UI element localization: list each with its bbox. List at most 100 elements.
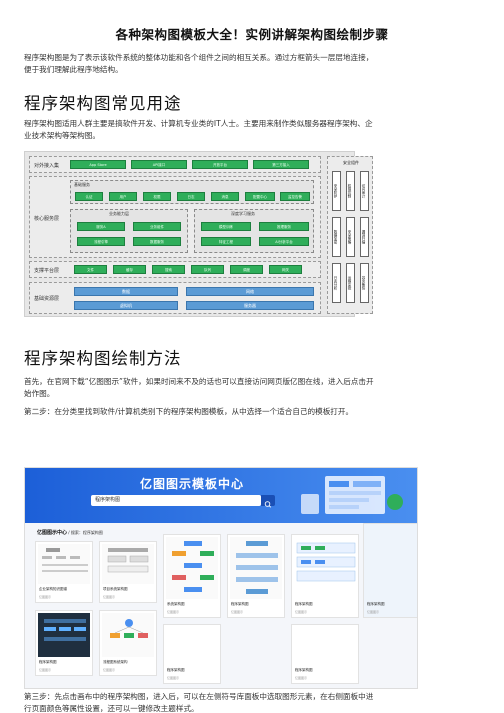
card-title: 程序架构图 bbox=[295, 602, 313, 606]
card-meta: 亿图图示 bbox=[103, 668, 116, 672]
side-label: 安全组件 bbox=[343, 160, 359, 165]
template-card[interactable]: 程序架构图 亿图图示 bbox=[363, 523, 417, 618]
row-access: 对外接入集 App Store API接口 开放平台 第三方接入 bbox=[29, 156, 321, 173]
template-card[interactable]: 项目系统架构图 亿图图示 bbox=[99, 541, 157, 603]
template-card[interactable]: 程序架构图 亿图图示 bbox=[163, 624, 221, 684]
diagram-box: 第三方接入 bbox=[253, 160, 309, 169]
diagram-box: AI分析平台 bbox=[259, 237, 309, 246]
card-title: 程序架构图 bbox=[39, 660, 57, 664]
banner-title: 亿图图示模板中心 bbox=[140, 477, 245, 491]
diagram-box: App Store bbox=[70, 160, 126, 169]
diagram-box: 网关 bbox=[269, 265, 302, 274]
diagram-box: 推理服务 bbox=[259, 222, 309, 231]
card-meta: 亿图图示 bbox=[39, 668, 52, 672]
diagram-box: 特征工程 bbox=[201, 237, 251, 246]
banner: 亿图图示模板中心 程序架构图 bbox=[25, 468, 417, 523]
template-card[interactable]: 企业架构知识图谱 亿图图示 bbox=[35, 541, 93, 603]
row-resource: 基础资源层 数据 网络 虚拟机 服务器 bbox=[29, 282, 321, 314]
search-input[interactable]: 程序架构图 bbox=[91, 495, 261, 506]
group-label: 基础服务 bbox=[74, 182, 90, 187]
diagram-box: 缓存 bbox=[113, 265, 146, 274]
intro-paragraph: 程序架构图是为了表示该软件系统的整体功能和各个组件之间的相互关系。通过方框箭头一… bbox=[24, 53, 374, 74]
search-button[interactable] bbox=[261, 495, 275, 508]
diagram-box: 流程引擎 bbox=[77, 237, 125, 246]
diagram-box: 调度 bbox=[230, 265, 263, 274]
banner-illustration-icon bbox=[301, 476, 403, 514]
breadcrumb-title[interactable]: 亿图图示中心 bbox=[37, 530, 68, 536]
template-card[interactable]: 程序架构图 亿图图示 bbox=[227, 534, 285, 618]
diagram-box: 运维监控 bbox=[346, 263, 355, 303]
row-label: 对外接入集 bbox=[34, 163, 60, 169]
diagram-box: 队列 bbox=[191, 265, 224, 274]
diagram-box: 用户 bbox=[109, 192, 137, 201]
diagram-box: 网络 bbox=[186, 287, 314, 296]
security-column: 安全组件 安全防护 权限控制 访问审计 数据加密 安全策略 漏洞扫描 日志分析 … bbox=[327, 156, 373, 314]
row-support: 支撑平台层 文件 缓存 搜索 队列 调度 网关 bbox=[29, 261, 321, 278]
heading-usage: 程序架构图常见用途 bbox=[24, 94, 182, 113]
card-title: 流程图系统架构 bbox=[103, 660, 128, 664]
diagram-box: 虚拟机 bbox=[74, 301, 178, 310]
row-label: 核心服务层 bbox=[34, 216, 60, 222]
card-meta: 亿图图示 bbox=[167, 610, 180, 614]
group-label: 业务能力层 bbox=[109, 211, 129, 216]
diagram-box: API接口 bbox=[131, 160, 187, 169]
breadcrumb-path: / 搜索：程序架构图 bbox=[68, 530, 103, 535]
card-meta: 亿图图示 bbox=[295, 676, 308, 680]
group-label: 深度学习服务 bbox=[231, 211, 255, 216]
diagram-box: 访问审计 bbox=[360, 171, 369, 211]
step3-paragraph: 第三步：先点击画布中的程序架构图，进入后，可以在左侧符号库面板中选取图形元素，在… bbox=[24, 692, 374, 713]
card-meta: 亿图图示 bbox=[39, 595, 52, 599]
row-label: 支撑平台层 bbox=[34, 268, 60, 274]
search-icon bbox=[264, 501, 272, 508]
card-meta: 亿图图示 bbox=[167, 676, 180, 680]
doc-title: 各种架构图模板大全！实例讲解架构图绘制步骤 bbox=[115, 27, 389, 42]
diagram-box: 文件 bbox=[74, 265, 107, 274]
template-card[interactable]: 流程图系统架构 亿图图示 bbox=[99, 610, 157, 676]
group-ai: 深度学习服务 模型训练 推理服务 特征工程 AI分析平台 bbox=[194, 209, 314, 253]
diagram-box: 服务器 bbox=[186, 301, 314, 310]
card-title: 程序架构图 bbox=[167, 668, 185, 672]
diagram-box: 监控告警 bbox=[280, 192, 310, 201]
card-title: 系统架构图 bbox=[167, 602, 185, 606]
diagram-box: 日志 bbox=[177, 192, 205, 201]
diagram-box: 开放平台 bbox=[192, 160, 248, 169]
architecture-diagram: 对外接入集 App Store API接口 开放平台 第三方接入 核心服务层 基… bbox=[24, 151, 373, 317]
diagram-box: 安全策略 bbox=[346, 217, 355, 257]
diagram-box: 业务组件 bbox=[133, 222, 181, 231]
step2-paragraph: 第二步：在分类里找到软件/计算机类别下的程序架构图模板，从中选择一个适合自己的模… bbox=[24, 407, 354, 416]
group-basic: 基础服务 认证 用户 权限 日志 消息 配置中心 监控告警 bbox=[70, 180, 314, 204]
row-label: 基础资源层 bbox=[34, 296, 60, 302]
diagram-box: 配置中心 bbox=[245, 192, 275, 201]
diagram-box: 日志分析 bbox=[332, 263, 341, 303]
diagram-box: 消息 bbox=[211, 192, 239, 201]
usage-paragraph: 程序架构图适用人群主要是搞软件开发、计算机专业类的IT人士。主要用来制作类似服务… bbox=[24, 119, 373, 140]
card-meta: 亿图图示 bbox=[231, 610, 244, 614]
card-title: 程序架构图 bbox=[231, 602, 249, 606]
breadcrumb: 亿图图示中心 / 搜索：程序架构图 bbox=[37, 529, 103, 536]
diagram-box: 搜索 bbox=[152, 265, 185, 274]
template-center-screenshot: 亿图图示模板中心 程序架构图 亿图图示中心 / 搜索：程序架构图 企业架构知识图… bbox=[24, 467, 418, 689]
template-card[interactable]: 系统架构图 亿图图示 bbox=[163, 534, 221, 618]
diagram-box: 数据 bbox=[74, 287, 178, 296]
diagram-box: 权限控制 bbox=[346, 171, 355, 211]
card-title: 企业架构知识图谱 bbox=[39, 587, 67, 591]
diagram-box: 容灾备份 bbox=[360, 263, 369, 303]
template-card[interactable]: 程序架构图 亿图图示 bbox=[35, 610, 93, 676]
diagram-box: 模型训练 bbox=[201, 222, 251, 231]
card-title: 项目系统架构图 bbox=[103, 587, 128, 591]
heading-method: 程序架构图绘制方法 bbox=[24, 349, 182, 368]
card-meta: 亿图图示 bbox=[295, 610, 308, 614]
diagram-box: 数据服务 bbox=[133, 237, 181, 246]
template-card[interactable]: 程序架构图 亿图图示 bbox=[291, 534, 359, 618]
card-title: 程序架构图 bbox=[367, 602, 385, 606]
card-meta: 亿图图示 bbox=[103, 595, 116, 599]
diagram-box: 服务A bbox=[77, 222, 125, 231]
diagram-box: 数据加密 bbox=[332, 217, 341, 257]
template-card[interactable]: 程序架构图 亿图图示 bbox=[291, 624, 359, 684]
diagram-box: 权限 bbox=[143, 192, 171, 201]
step1-paragraph: 首先，在官网下载“亿图图示”软件，如果时间来不及的话也可以直接访问网页版亿图在线… bbox=[24, 377, 374, 398]
card-meta: 亿图图示 bbox=[367, 610, 380, 614]
diagram-box: 漏洞扫描 bbox=[360, 217, 369, 257]
card-title: 程序架构图 bbox=[295, 668, 313, 672]
